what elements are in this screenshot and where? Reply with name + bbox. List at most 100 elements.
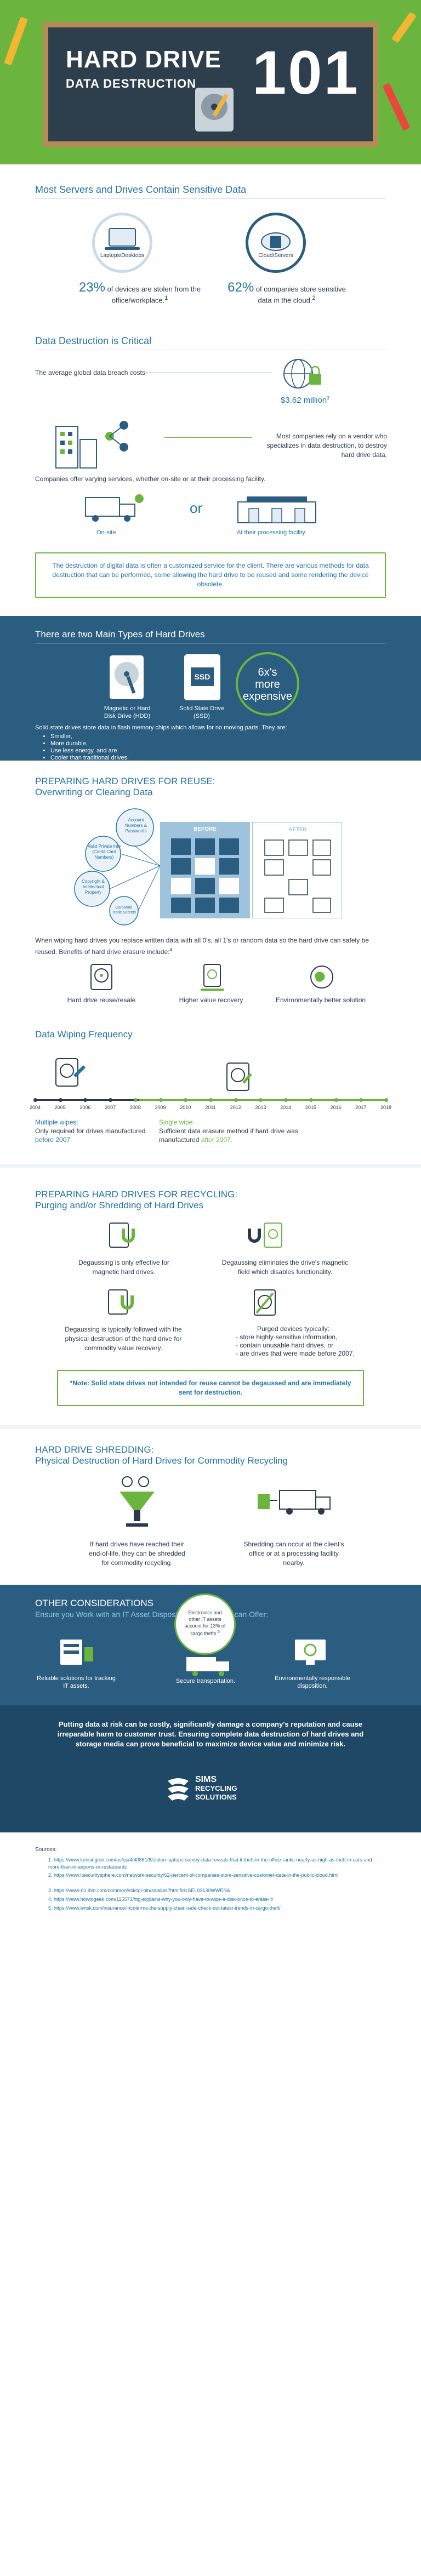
single-wipe-title: Single wipe: [159, 1118, 195, 1126]
source-link[interactable]: https://www.wnsk.com/insurance/incoterms… [54, 1905, 281, 1911]
timeline-dot [83, 1098, 88, 1102]
ssd-benefit-item: Smaller, [50, 733, 129, 740]
hdd-icon [110, 655, 144, 699]
timeline-year: 2009 [155, 1105, 166, 1110]
logo-line-1: SIMS [195, 1775, 217, 1784]
ref-2: 2 [312, 295, 316, 301]
magnet-field-icon [248, 1223, 282, 1248]
closing-text: Putting data at risk can be costly, sign… [57, 1720, 364, 1748]
before-panel: BEFORE [160, 822, 250, 918]
bubble-private-info: Valid Private Info (Credit Card Numbers) [88, 844, 121, 860]
purged-drive-icon [254, 1289, 276, 1316]
hdd-label: Magnetic or Hard Disk Drive (HDD) [104, 705, 151, 719]
ssd-intro: Solid state drives store data in flash m… [35, 724, 287, 731]
facility-icon [237, 496, 316, 523]
section-title-reuse-2: Overwriting or Clearing Data [35, 787, 153, 797]
ssd-chip: SSD [191, 667, 214, 686]
ssd-icon: SSD [184, 654, 220, 700]
source-link[interactable]: https://www.itsecuritysphere.com/network… [54, 1872, 339, 1878]
timeline-dot [133, 1098, 138, 1102]
purged-item-text: store highly-sensitive information, [240, 1333, 338, 1341]
section-title-types: There are two Main Types of Hard Drives [35, 629, 205, 639]
badge-line-3: expensive [242, 690, 293, 702]
section-divider [0, 1164, 421, 1168]
laptop-label: Laptops/Desktops [100, 253, 145, 259]
ref-1: 1 [164, 295, 168, 301]
stat-cloud-pct: 62% [227, 280, 254, 295]
facility-label: At their processing facility [237, 529, 305, 536]
ref-3: 3 [327, 396, 329, 401]
timeline-dot [359, 1098, 363, 1102]
sims-logo-text: SIMS RECYCLING SOLUTIONS [195, 1775, 237, 1802]
recycle-monitor-icon [295, 1640, 326, 1665]
purged-block: Purged devices typically: - store highly… [225, 1325, 362, 1358]
breach-cost-amount: $3.62 million [281, 396, 327, 405]
wipe-body-text: When wiping hard drives you replace writ… [35, 936, 369, 956]
ruler-icon [391, 12, 417, 43]
sources-title: Sources: [35, 1847, 57, 1853]
before-label: BEFORE [194, 826, 217, 832]
shred-location: Shredding can occur at the client's offi… [243, 1540, 344, 1567]
single-wipe-highlight: after 2007. [201, 1136, 233, 1144]
badge-line-1: 6x's [258, 666, 277, 678]
degauss-eliminates: Degaussing eliminates the drive's magnet… [221, 1259, 349, 1276]
stat-cloud: 62% of companies store sensitive data in… [224, 280, 350, 305]
source-4[interactable]: 4. https://www.howtogeek.com/115573/htg-… [48, 1897, 274, 1902]
timeline-dot [234, 1098, 238, 1102]
purged-item: - contain unusable hard drives, or [236, 1341, 334, 1349]
globe-icon [310, 966, 333, 989]
source-link[interactable]: https://www.kensington.com/us/us/4/40861… [48, 1857, 374, 1870]
header-banner: HARD DRIVE DATA DESTRUCTION 101 [0, 0, 421, 164]
single-wipe-block: Single wipe: Sufficient data erasure met… [159, 1118, 323, 1144]
vendor-text: Most companies rely on a vendor who spec… [266, 432, 387, 459]
timeline-year: 2014 [280, 1105, 292, 1110]
timeline-dot [109, 1098, 113, 1102]
stat-stolen-pct: 23% [78, 280, 105, 295]
shred-end-of-life: If hard drives have reached their end-of… [89, 1540, 185, 1567]
cargo-theft-text: Electronics and other IT assets account … [184, 1610, 226, 1636]
source-1[interactable]: 1. https://www.kensington.com/us/us/4/40… [48, 1857, 374, 1870]
hard-drive-types-section: There are two Main Types of Hard Drives … [0, 616, 421, 761]
timeline-dot [184, 1098, 188, 1102]
timeline-year: 2015 [305, 1105, 316, 1110]
timeline-year: 2012 [230, 1105, 241, 1110]
source-3[interactable]: 3. https://www-01.ibm.com/common/ssi/cgi… [48, 1888, 230, 1893]
stat-cloud-text: of companies store sensitive data in the… [255, 285, 346, 305]
other-considerations-section: OTHER CONSIDERATIONS Ensure you Work wit… [0, 1585, 421, 1705]
multi-wipe-block: Multiple wipes: Only required for drives… [35, 1118, 156, 1144]
timeline-dot [309, 1098, 313, 1102]
consideration-transport: Secure transportation. [175, 1678, 236, 1684]
badge-line-2: more [255, 678, 280, 690]
section-title-recycling-2: Purging and/or Shredding of Hard Drives [35, 1200, 204, 1210]
source-5[interactable]: 5. https://www.wnsk.com/insurance/incote… [48, 1905, 281, 1911]
magnet-drive-icon [109, 1223, 135, 1248]
title-number: 101 [252, 38, 360, 107]
shred-truck-icon [258, 1490, 331, 1515]
purged-item-text: are drives that were made before 2007. [240, 1350, 355, 1357]
section-title-shredding-2: Physical Destruction of Hard Drives for … [35, 1455, 288, 1466]
pencil-icon [382, 83, 411, 131]
source-link[interactable]: https://www.howtogeek.com/115573/htg-exp… [54, 1897, 274, 1902]
section-title-critical: Data Destruction is Critical [35, 335, 152, 346]
multi-wipe-icon [55, 1058, 86, 1087]
section-title-considerations: OTHER CONSIDERATIONS [35, 1598, 153, 1608]
onsite-label: On-site [96, 529, 116, 536]
wipe-body: When wiping hard drives you replace writ… [35, 936, 386, 957]
timeline-year: 2005 [54, 1105, 66, 1110]
ssd-benefits-list: Smaller, More durable, Use less energy, … [50, 733, 129, 762]
timeline-year: 2011 [205, 1105, 216, 1110]
source-2[interactable]: 2. https://www.itsecuritysphere.com/netw… [48, 1872, 339, 1878]
benefit-reuse: Hard drive reuse/resale [67, 996, 136, 1004]
hard-drive-reuse-icon [90, 964, 112, 990]
source-link[interactable]: https://www-01.ibm.com/common/ssi/cgi-bi… [54, 1888, 230, 1893]
magnet-drive-icon [108, 1289, 134, 1315]
timeline-dot [334, 1098, 338, 1102]
purged-item: - store highly-sensitive information, [236, 1333, 338, 1341]
purged-item: - are drives that were made before 2007. [236, 1350, 355, 1357]
services-text: Companies offer varying services, whethe… [35, 475, 266, 483]
section-title-recycling-1: PREPARING HARD DRIVES FOR RECYCLING: [35, 1189, 238, 1200]
timeline-dot [284, 1098, 288, 1102]
secure-truck-icon [186, 1657, 229, 1676]
timeline-dot [209, 1098, 213, 1102]
hard-drive-icon [195, 88, 234, 132]
